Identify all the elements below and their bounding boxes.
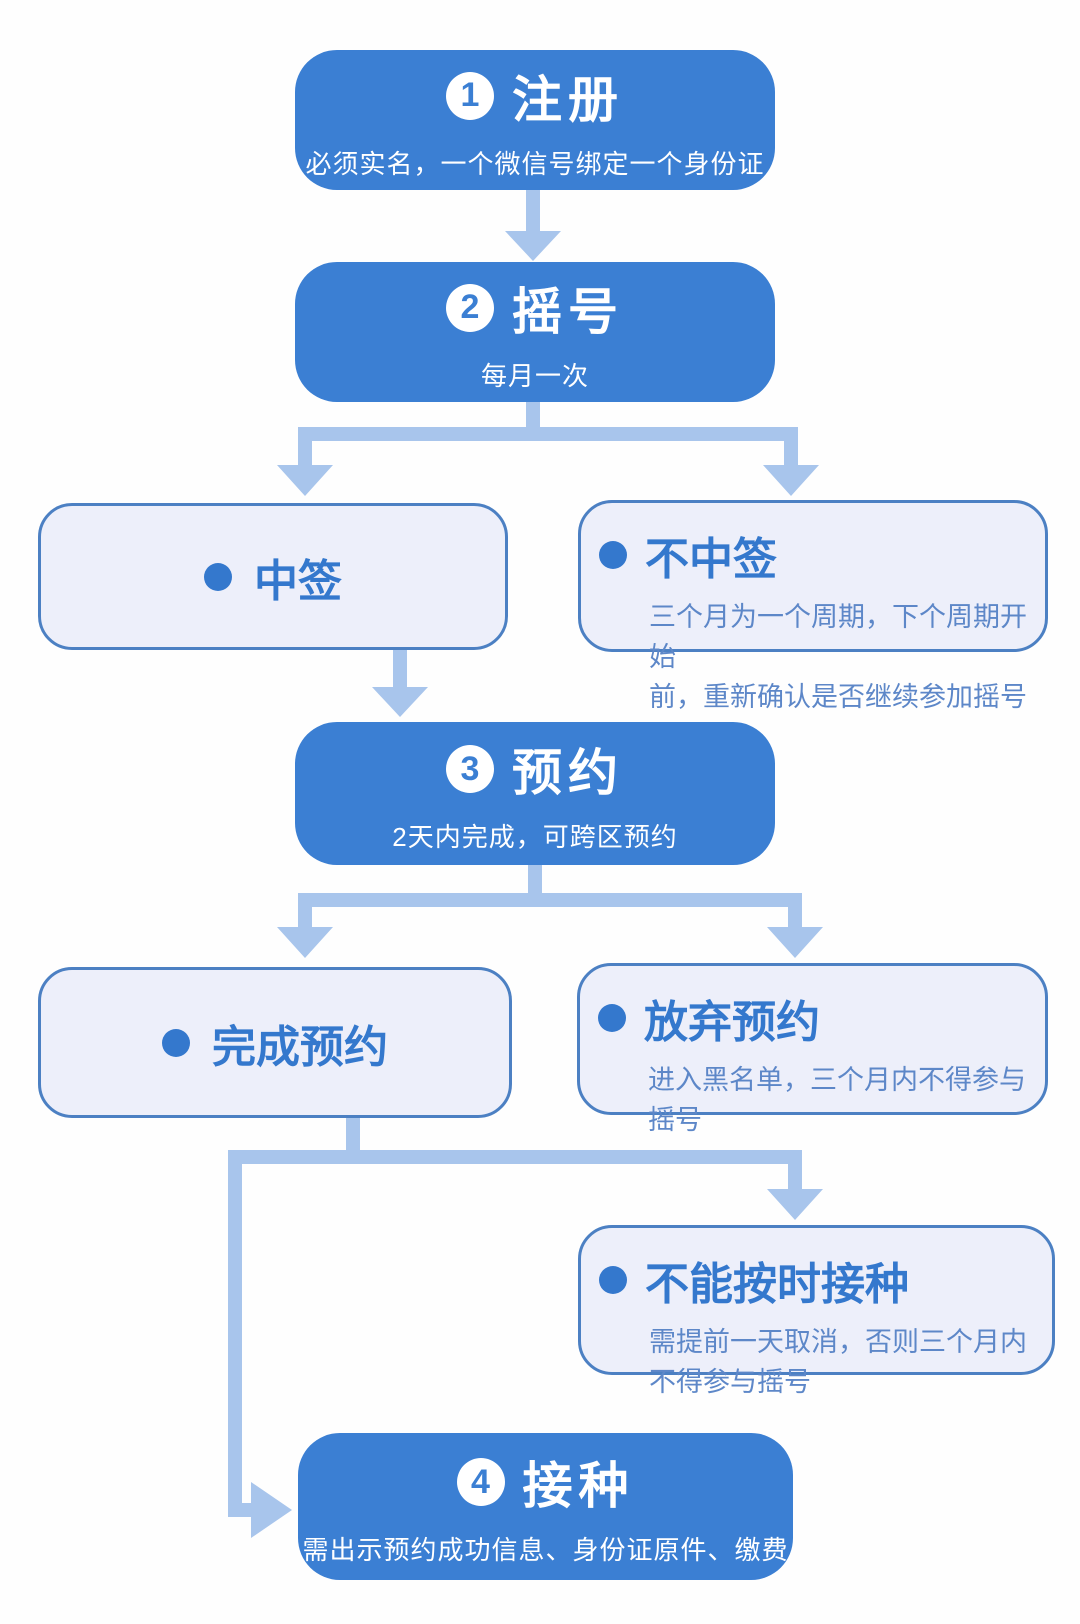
arrowhead-to-win (277, 465, 333, 496)
step-box-register: 1 注册 必须实名，一个微信号绑定一个身份证 (295, 50, 775, 190)
outcome-title-abandon: 放弃预约 (644, 998, 820, 1047)
bullet-icon (162, 1028, 190, 1057)
step-number-badge-4: 4 (456, 1458, 505, 1506)
arrowhead-register-to-lottery (505, 231, 561, 261)
outcome-title-miss: 不能按时接种 (645, 1260, 909, 1309)
step-box-booking: 3 预约 2天内完成，可跨区预约 (295, 722, 775, 865)
step-box-lottery: 2 摇号 每月一次 (295, 262, 775, 402)
arrowhead-win-to-booking (372, 687, 428, 717)
step-booking-title-row: 3 预约 (446, 733, 624, 805)
outcome-body-line: 进入黑名单，三个月内不得参与 (648, 1065, 1026, 1095)
step-subtitle-vaccinate: 需出示预约成功信息、身份证原件、缴费 (302, 1535, 789, 1565)
arrowhead-to-no-win (763, 465, 819, 496)
step-title-register: 注册 (512, 71, 624, 128)
outcome-body-line: 摇号 (648, 1105, 702, 1135)
step-title-lottery: 摇号 (512, 283, 624, 340)
bullet-icon (598, 1004, 626, 1032)
step-title-booking: 预约 (512, 745, 624, 801)
outcome-miss-title-row: 不能按时接种 (599, 1248, 1038, 1312)
bullet-icon (204, 562, 232, 591)
step-subtitle-lottery: 每月一次 (480, 360, 589, 391)
step-register-title-row: 1 注册 (446, 60, 624, 132)
outcome-box-abandon: 放弃预约 进入黑名单，三个月内不得参与 摇号 (577, 963, 1048, 1135)
outcome-abandon-title-row: 放弃预约 (598, 986, 1031, 1050)
step-subtitle-register: 必须实名，一个微信号绑定一个身份证 (305, 148, 765, 179)
outcome-body-no-win: 三个月为一个周期，下个周期开始 前，重新确认是否继续参加摇号 (649, 597, 1031, 717)
outcome-body-line: 不得参与摇号 (649, 1367, 811, 1397)
step-number-badge-1: 1 (446, 71, 494, 120)
outcome-no-win-title-row: 不中签 (599, 523, 1031, 587)
step-vaccinate-title-row: 4 接种 (456, 1446, 635, 1518)
arrowhead-to-complete (277, 927, 333, 958)
outcome-title-no-win: 不中签 (645, 535, 777, 584)
step-title-vaccinate: 接种 (522, 1458, 635, 1514)
bullet-icon (599, 1266, 627, 1294)
outcome-box-complete: 完成预约 (38, 967, 512, 1118)
outcome-box-win: 中签 (38, 503, 508, 650)
outcome-box-no-win: 不中签 三个月为一个周期，下个周期开始 前，重新确认是否继续参加摇号 (578, 500, 1048, 712)
outcome-box-miss: 不能按时接种 需提前一天取消，否则三个月内 不得参与摇号 (578, 1225, 1055, 1397)
outcome-body-miss: 需提前一天取消，否则三个月内 不得参与摇号 (649, 1322, 1038, 1402)
step-number-badge-3: 3 (446, 745, 494, 793)
step-subtitle-booking: 2天内完成，可跨区预约 (392, 822, 678, 852)
outcome-body-line: 需提前一天取消，否则三个月内 (649, 1327, 1027, 1357)
outcome-body-line: 三个月为一个周期，下个周期开始 (649, 602, 1027, 672)
outcome-body-abandon: 进入黑名单，三个月内不得参与 摇号 (648, 1060, 1031, 1140)
step-box-vaccinate: 4 接种 需出示预约成功信息、身份证原件、缴费 (298, 1433, 793, 1580)
outcome-title-complete: 完成预约 (212, 1022, 388, 1072)
bullet-icon (599, 541, 627, 569)
step-number-badge-2: 2 (446, 283, 494, 332)
arrowhead-to-abandon (767, 927, 823, 958)
outcome-body-line: 前，重新确认是否继续参加摇号 (649, 682, 1027, 712)
arrowhead-to-vaccinate (251, 1482, 292, 1538)
arrowhead-to-miss (767, 1189, 823, 1220)
outcome-title-win: 中签 (254, 556, 342, 606)
step-lottery-title-row: 2 摇号 (446, 272, 624, 344)
